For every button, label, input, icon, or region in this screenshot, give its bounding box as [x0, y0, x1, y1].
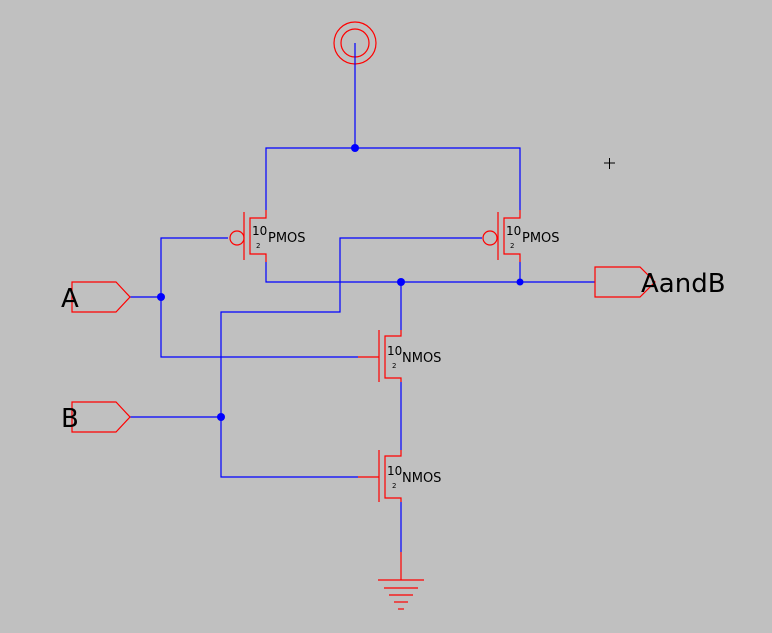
pmos1-label: PMOS	[268, 231, 306, 246]
nmos-transistor-1[interactable]: 10 2 NMOS	[358, 330, 441, 382]
input-pin-a[interactable]: A	[61, 281, 131, 314]
pmos-transistor-2[interactable]: 10 2 PMOS	[482, 210, 560, 262]
pmos2-length: 2	[510, 242, 514, 250]
nmos2-label: NMOS	[402, 471, 441, 486]
pmos2-width: 10	[506, 224, 521, 238]
pmos-transistor-1[interactable]: 10 2 PMOS	[229, 210, 306, 262]
input-pin-b-label: B	[61, 404, 79, 434]
pmos1-width: 10	[252, 224, 267, 238]
crosshair-cursor-icon	[604, 158, 615, 169]
junction-nodes	[157, 144, 524, 421]
input-pin-a-label: A	[61, 284, 79, 314]
output-pin[interactable]: AandB	[594, 266, 726, 299]
output-pin-label: AandB	[641, 269, 726, 299]
pmos1-length: 2	[256, 242, 260, 250]
nmos1-length: 2	[392, 362, 396, 370]
wires	[130, 43, 595, 552]
ground-icon	[378, 552, 424, 610]
nmos2-width: 10	[387, 464, 402, 478]
pmos2-label: PMOS	[522, 231, 560, 246]
input-pin-b[interactable]: B	[61, 401, 131, 434]
nmos-transistor-2[interactable]: 10 2 NMOS	[358, 450, 441, 502]
nmos1-label: NMOS	[402, 351, 441, 366]
nmos2-length: 2	[392, 482, 396, 490]
nmos1-width: 10	[387, 344, 402, 358]
